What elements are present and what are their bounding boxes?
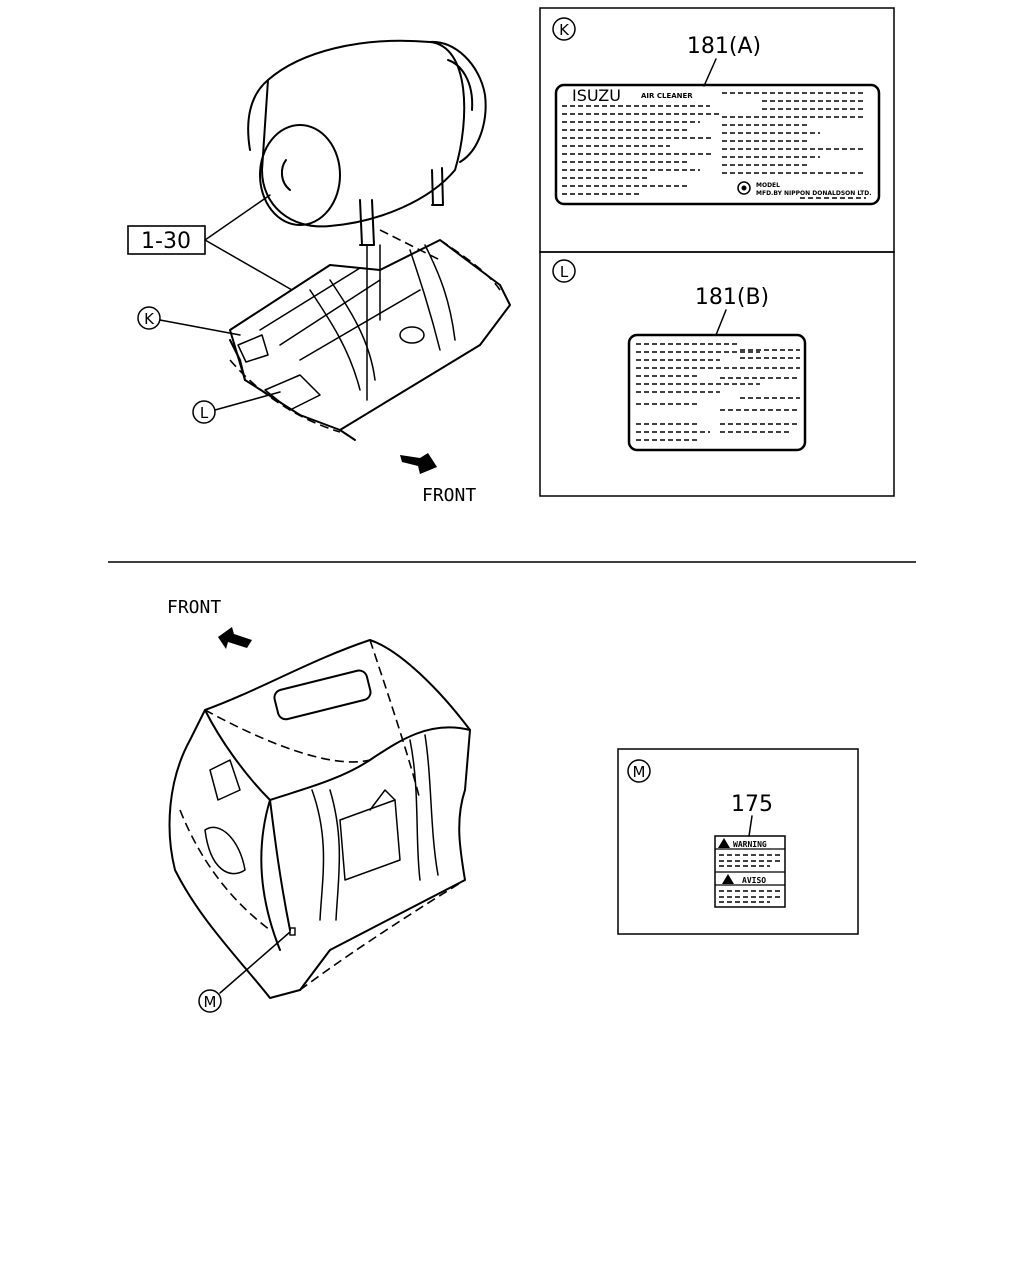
label-b xyxy=(627,333,807,452)
frame-drawing xyxy=(229,229,511,441)
label-b-text-lines xyxy=(636,343,800,441)
engine-cover-drawing xyxy=(168,639,471,999)
part-ref-box: 1-30 xyxy=(127,225,206,255)
label-subtitle: AIR CLEANER xyxy=(641,92,693,100)
callout-l-label: L xyxy=(200,404,209,422)
label-text-lines xyxy=(562,92,866,199)
callout-l: L xyxy=(192,391,281,424)
front-label-bottom: FRONT xyxy=(167,597,221,618)
callout-m: M xyxy=(198,931,291,1013)
label-maker: MFD.BY NIPPON DONALDSON LTD. xyxy=(756,190,872,197)
label-model: MODEL xyxy=(756,182,780,189)
part-ref-label: 1-30 xyxy=(141,229,191,254)
panel-l-marker: L xyxy=(560,263,569,281)
panel-m: M 175 WARNING AVISO xyxy=(617,748,859,935)
panel-m-marker: M xyxy=(633,763,646,781)
callout-m-label: M xyxy=(204,993,217,1011)
aviso-triangle-icon xyxy=(722,874,734,884)
front-label-top: FRONT xyxy=(422,485,476,506)
front-arrow-bottom: FRONT xyxy=(167,597,252,649)
panel-k-part-number: 181(A) xyxy=(687,34,761,59)
panel-l-part-number: 181(B) xyxy=(695,285,769,310)
warning-label: WARNING AVISO xyxy=(714,835,786,908)
callout-k-label: K xyxy=(144,310,155,328)
callout-k: K xyxy=(137,306,241,336)
warning-text: WARNING xyxy=(733,840,767,849)
air-cleaner-drawing xyxy=(204,39,487,401)
panel-l: L 181(B) xyxy=(539,251,895,497)
nippon-logo-icon xyxy=(737,181,751,195)
air-cleaner-label: ISUZU AIR CLEANER xyxy=(554,83,881,206)
panel-m-part-number: 175 xyxy=(731,792,773,817)
aviso-text: AVISO xyxy=(742,876,766,885)
panel-k-marker: K xyxy=(559,21,570,39)
front-arrow-top: FRONT xyxy=(400,453,476,506)
panel-k: K 181(A) ISUZU AIR CLEANER xyxy=(539,7,895,253)
warning-triangle-icon xyxy=(718,838,730,848)
label-brand: ISUZU xyxy=(572,86,621,105)
